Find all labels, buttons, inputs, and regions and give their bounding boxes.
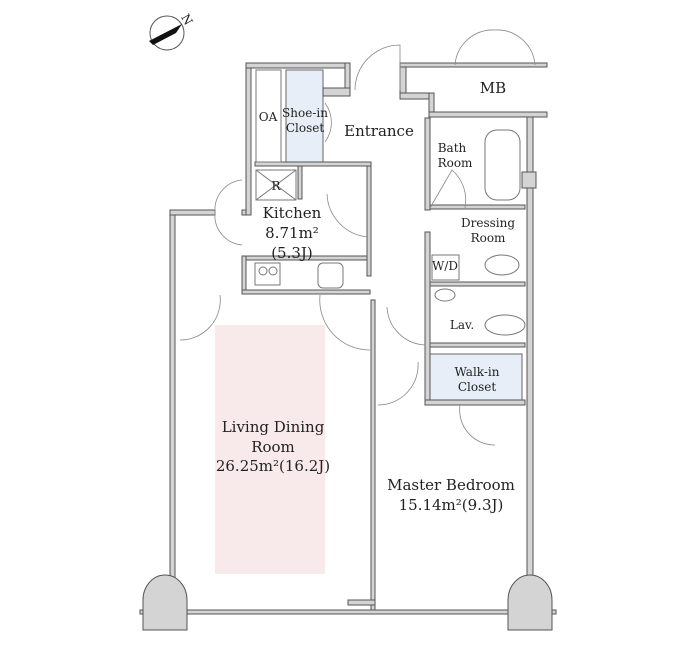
fixtures <box>254 69 526 336</box>
room-label-bath-1: Bath <box>438 141 467 155</box>
doors <box>179 29 536 446</box>
room-label-walk-in-1: Walk-in <box>455 365 500 379</box>
column-right <box>507 574 553 631</box>
walk-in-closet-area <box>429 353 523 405</box>
room-label-living-2: Room <box>251 438 295 456</box>
compass-icon: N <box>149 11 196 51</box>
living-area: 26.25m²(16.2J) <box>216 457 330 475</box>
room-label-living-1: Living Dining <box>222 418 325 436</box>
room-label-dressing-2: Room <box>471 231 506 245</box>
room-label-master-bedroom: Master Bedroom <box>387 476 515 494</box>
room-label-dressing-1: Dressing <box>461 216 515 230</box>
room-label-shoe-closet-1: Shoe-in <box>282 106 328 120</box>
master-bedroom-area: 15.14m²(9.3J) <box>399 496 504 514</box>
refrigerator-label: R <box>271 179 281 193</box>
room-label-bath-2: Room <box>438 156 473 170</box>
room-label-kitchen: Kitchen <box>263 204 322 222</box>
living-highlight <box>215 325 325 574</box>
kitchen-area: 8.71m² <box>265 224 319 242</box>
kitchen-jo: (5.3J) <box>271 244 313 262</box>
room-label-shoe-closet-2: Closet <box>286 121 325 135</box>
room-label-walk-in-2: Closet <box>458 380 497 394</box>
room-label-entrance: Entrance <box>344 122 414 140</box>
room-label-oa: OA <box>259 110 278 124</box>
walls <box>139 62 557 615</box>
room-label-mb: MB <box>480 79 506 97</box>
room-label-lav: Lav. <box>450 318 474 332</box>
washer-dryer-label: W/D <box>432 259 458 273</box>
column-left <box>142 574 188 631</box>
